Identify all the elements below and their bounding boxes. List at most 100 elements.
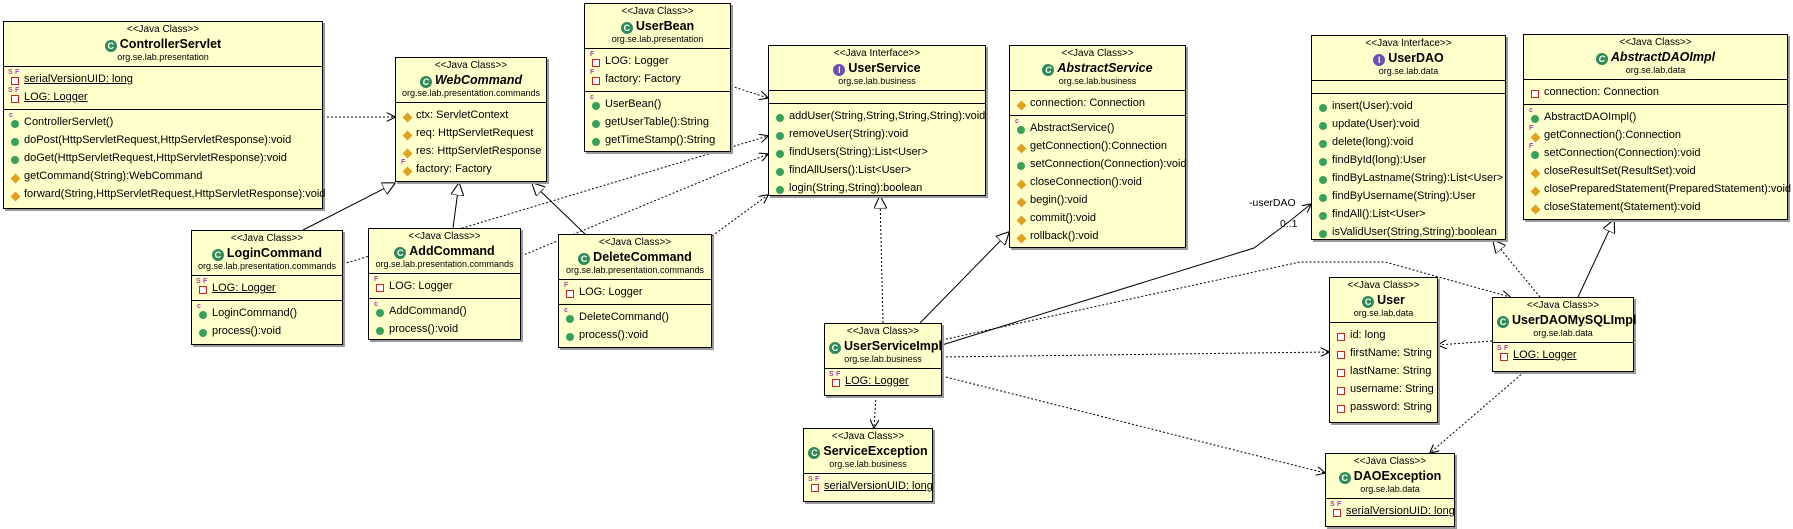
field-text: res: HttpServletResponse	[416, 145, 542, 157]
field-text: factory: Factory	[416, 163, 492, 175]
field-text: ctx: ServletContext	[416, 109, 509, 121]
stereotype-label: <<Java Class>>	[831, 431, 905, 442]
method-text: process():void	[389, 323, 459, 335]
abstract-class-icon: C	[1595, 53, 1608, 65]
package-label: org.se.lab.presentation.commands	[197, 261, 337, 271]
interface-icon: I	[1373, 54, 1386, 66]
class-icon: C	[394, 247, 407, 259]
method-row: findByUsername(String):User	[1312, 187, 1505, 205]
stereotype-label: <<Java Class>>	[621, 6, 694, 17]
public-visibility-icon	[589, 133, 603, 147]
public-visibility-icon	[1316, 225, 1330, 239]
field-text: serialVersionUID: long	[24, 73, 133, 85]
realization-edge-user-service-impl-to-user-service	[880, 196, 883, 324]
method-text: doGet(HttpServletRequest,HttpServletResp…	[24, 152, 287, 164]
package-label: org.se.lab.business	[1058, 76, 1137, 86]
protected-visibility-icon: F	[400, 159, 414, 177]
method-text: process():void	[579, 329, 649, 341]
attributes-compartment: connection: Connection	[1524, 79, 1787, 104]
field-text: connection: Connection	[1544, 86, 1659, 98]
field-text: id: long	[1350, 329, 1386, 341]
private-visibility-icon	[1528, 85, 1542, 99]
method-text: findUsers(String):List<User>	[789, 146, 928, 158]
generalization-edge-user-service-impl-to-abstract-service	[919, 232, 1009, 324]
public-visibility-icon: c	[563, 307, 577, 324]
public-visibility-icon	[196, 324, 210, 338]
field-text: serialVersionUID: long	[1346, 505, 1455, 517]
private-visibility-icon	[1334, 364, 1348, 378]
protected-visibility-icon	[8, 187, 22, 202]
protected-visibility-icon	[400, 108, 414, 123]
field-row: password: String	[1330, 398, 1437, 416]
public-visibility-icon	[373, 322, 387, 336]
class-name-text: ControllerServlet	[119, 37, 222, 51]
attributes-compartment: connection: Connection	[1010, 90, 1185, 115]
method-text: doPost(HttpServletRequest,HttpServletRes…	[24, 134, 292, 146]
package-label: org.se.lab.business	[838, 76, 916, 86]
method-text: getCommand(String):WebCommand	[24, 170, 203, 182]
field-row: res: HttpServletResponse	[396, 142, 546, 160]
method-text: insert(User):void	[1332, 100, 1413, 112]
method-row: findUsers(String):List<User>	[769, 143, 985, 161]
package-label: org.se.lab.business	[829, 459, 907, 469]
field-text: LOG: Logger	[1513, 349, 1577, 361]
method-row: insert(User):void	[1312, 97, 1505, 115]
method-row: findById(long):User	[1312, 151, 1505, 169]
field-row: id: long	[1330, 326, 1437, 344]
method-row: getCommand(String):WebCommand	[4, 167, 322, 185]
package-label: org.se.lab.data	[1378, 66, 1439, 76]
method-text: LoginCommand()	[212, 307, 297, 319]
attributes-compartment: ctx: ServletContext req: HttpServletReque…	[396, 102, 546, 181]
public-visibility-icon: c	[589, 94, 603, 111]
field-row: ctx: ServletContext	[396, 106, 546, 124]
dependency-edge-user-dao-my-sql-impl-to-dao-exception	[1430, 371, 1525, 453]
protected-visibility-icon	[1528, 164, 1542, 179]
field-text: req: HttpServletRequest	[416, 127, 534, 139]
method-row: closeStatement(Statement):void	[1524, 198, 1787, 216]
field-text: firstName: String	[1350, 347, 1432, 359]
package-label: org.se.lab.presentation.commands	[375, 259, 514, 269]
method-row: process():void	[192, 322, 342, 340]
dependency-edge-user-service-impl-to-user	[941, 352, 1329, 358]
method-text: isValidUser(String,String):boolean	[1332, 226, 1497, 238]
method-row: findAll():List<User>	[1312, 205, 1505, 223]
